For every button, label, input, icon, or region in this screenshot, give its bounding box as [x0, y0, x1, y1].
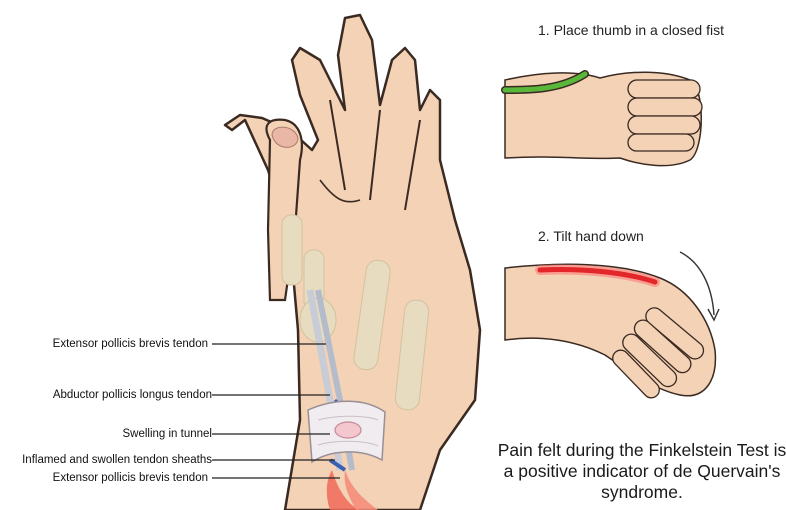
- finkelstein-caption: Pain felt during the Finkelstein Test is…: [497, 440, 786, 503]
- label-extensor-pollicis-brevis-2: Extensor pollicis brevis tendon: [53, 472, 208, 484]
- step-2-text: 2. Tilt hand down: [538, 228, 644, 244]
- tilt-arrow: [680, 252, 714, 315]
- label-extensor-pollicis-brevis: Extensor pollicis brevis tendon: [53, 338, 208, 350]
- label-inflamed-tendon-sheaths: Inflamed and swollen tendon sheaths: [22, 454, 212, 466]
- label-abductor-pollicis-longus: Abductor pollicis longus tendon: [53, 389, 212, 401]
- label-swelling-in-tunnel: Swelling in tunnel: [122, 428, 212, 440]
- green-tendon-marker: [505, 74, 585, 90]
- step-1-text: 1. Place thumb in a closed fist: [538, 22, 724, 38]
- red-pain-marker: [540, 270, 655, 283]
- hand-anatomy-illustration: [0, 0, 500, 510]
